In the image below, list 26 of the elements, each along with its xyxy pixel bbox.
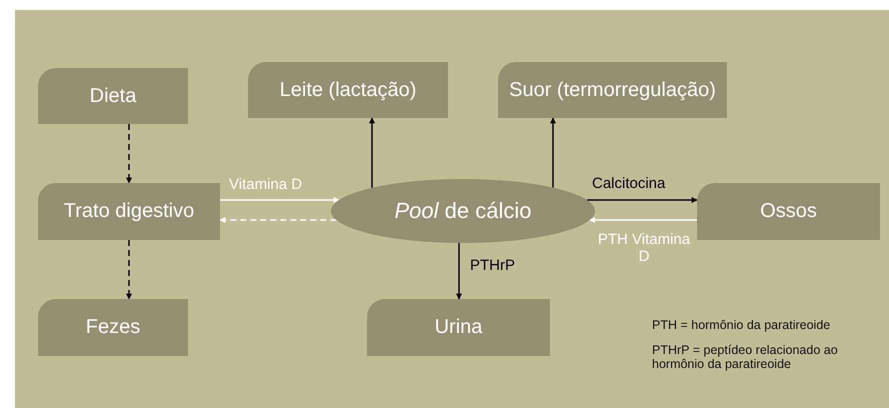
process-box — [38, 183, 220, 240]
process-box — [38, 68, 188, 124]
node-label: Suor (termorregulação) — [509, 78, 716, 102]
arrow — [369, 117, 375, 188]
process-box — [498, 62, 727, 118]
process-box — [697, 183, 880, 240]
arrow — [550, 117, 556, 188]
node-label: Dieta — [90, 84, 136, 108]
node-label: Ossos — [760, 200, 817, 223]
node-label: Leite (lactação) — [280, 78, 416, 102]
abbreviation-note: PTHrP = peptídeo relacionado ao hormônio da paratireoide — [652, 343, 839, 372]
process-box — [38, 299, 188, 356]
arrow — [456, 242, 462, 300]
abbreviation-note: PTH = hormônio da paratireoide — [652, 318, 832, 332]
arrow — [126, 240, 132, 300]
arrow — [220, 197, 340, 203]
node-label: Urina — [434, 316, 482, 339]
process-box — [367, 299, 550, 356]
node-label: Pool de cálcio — [394, 198, 532, 224]
process-box — [248, 62, 448, 118]
arrow — [219, 217, 336, 223]
arrow — [126, 124, 132, 184]
arrow — [586, 197, 698, 203]
arrow — [589, 217, 697, 223]
node-label: Fezes — [86, 316, 140, 339]
node-label: Trato digestivo — [64, 200, 194, 223]
